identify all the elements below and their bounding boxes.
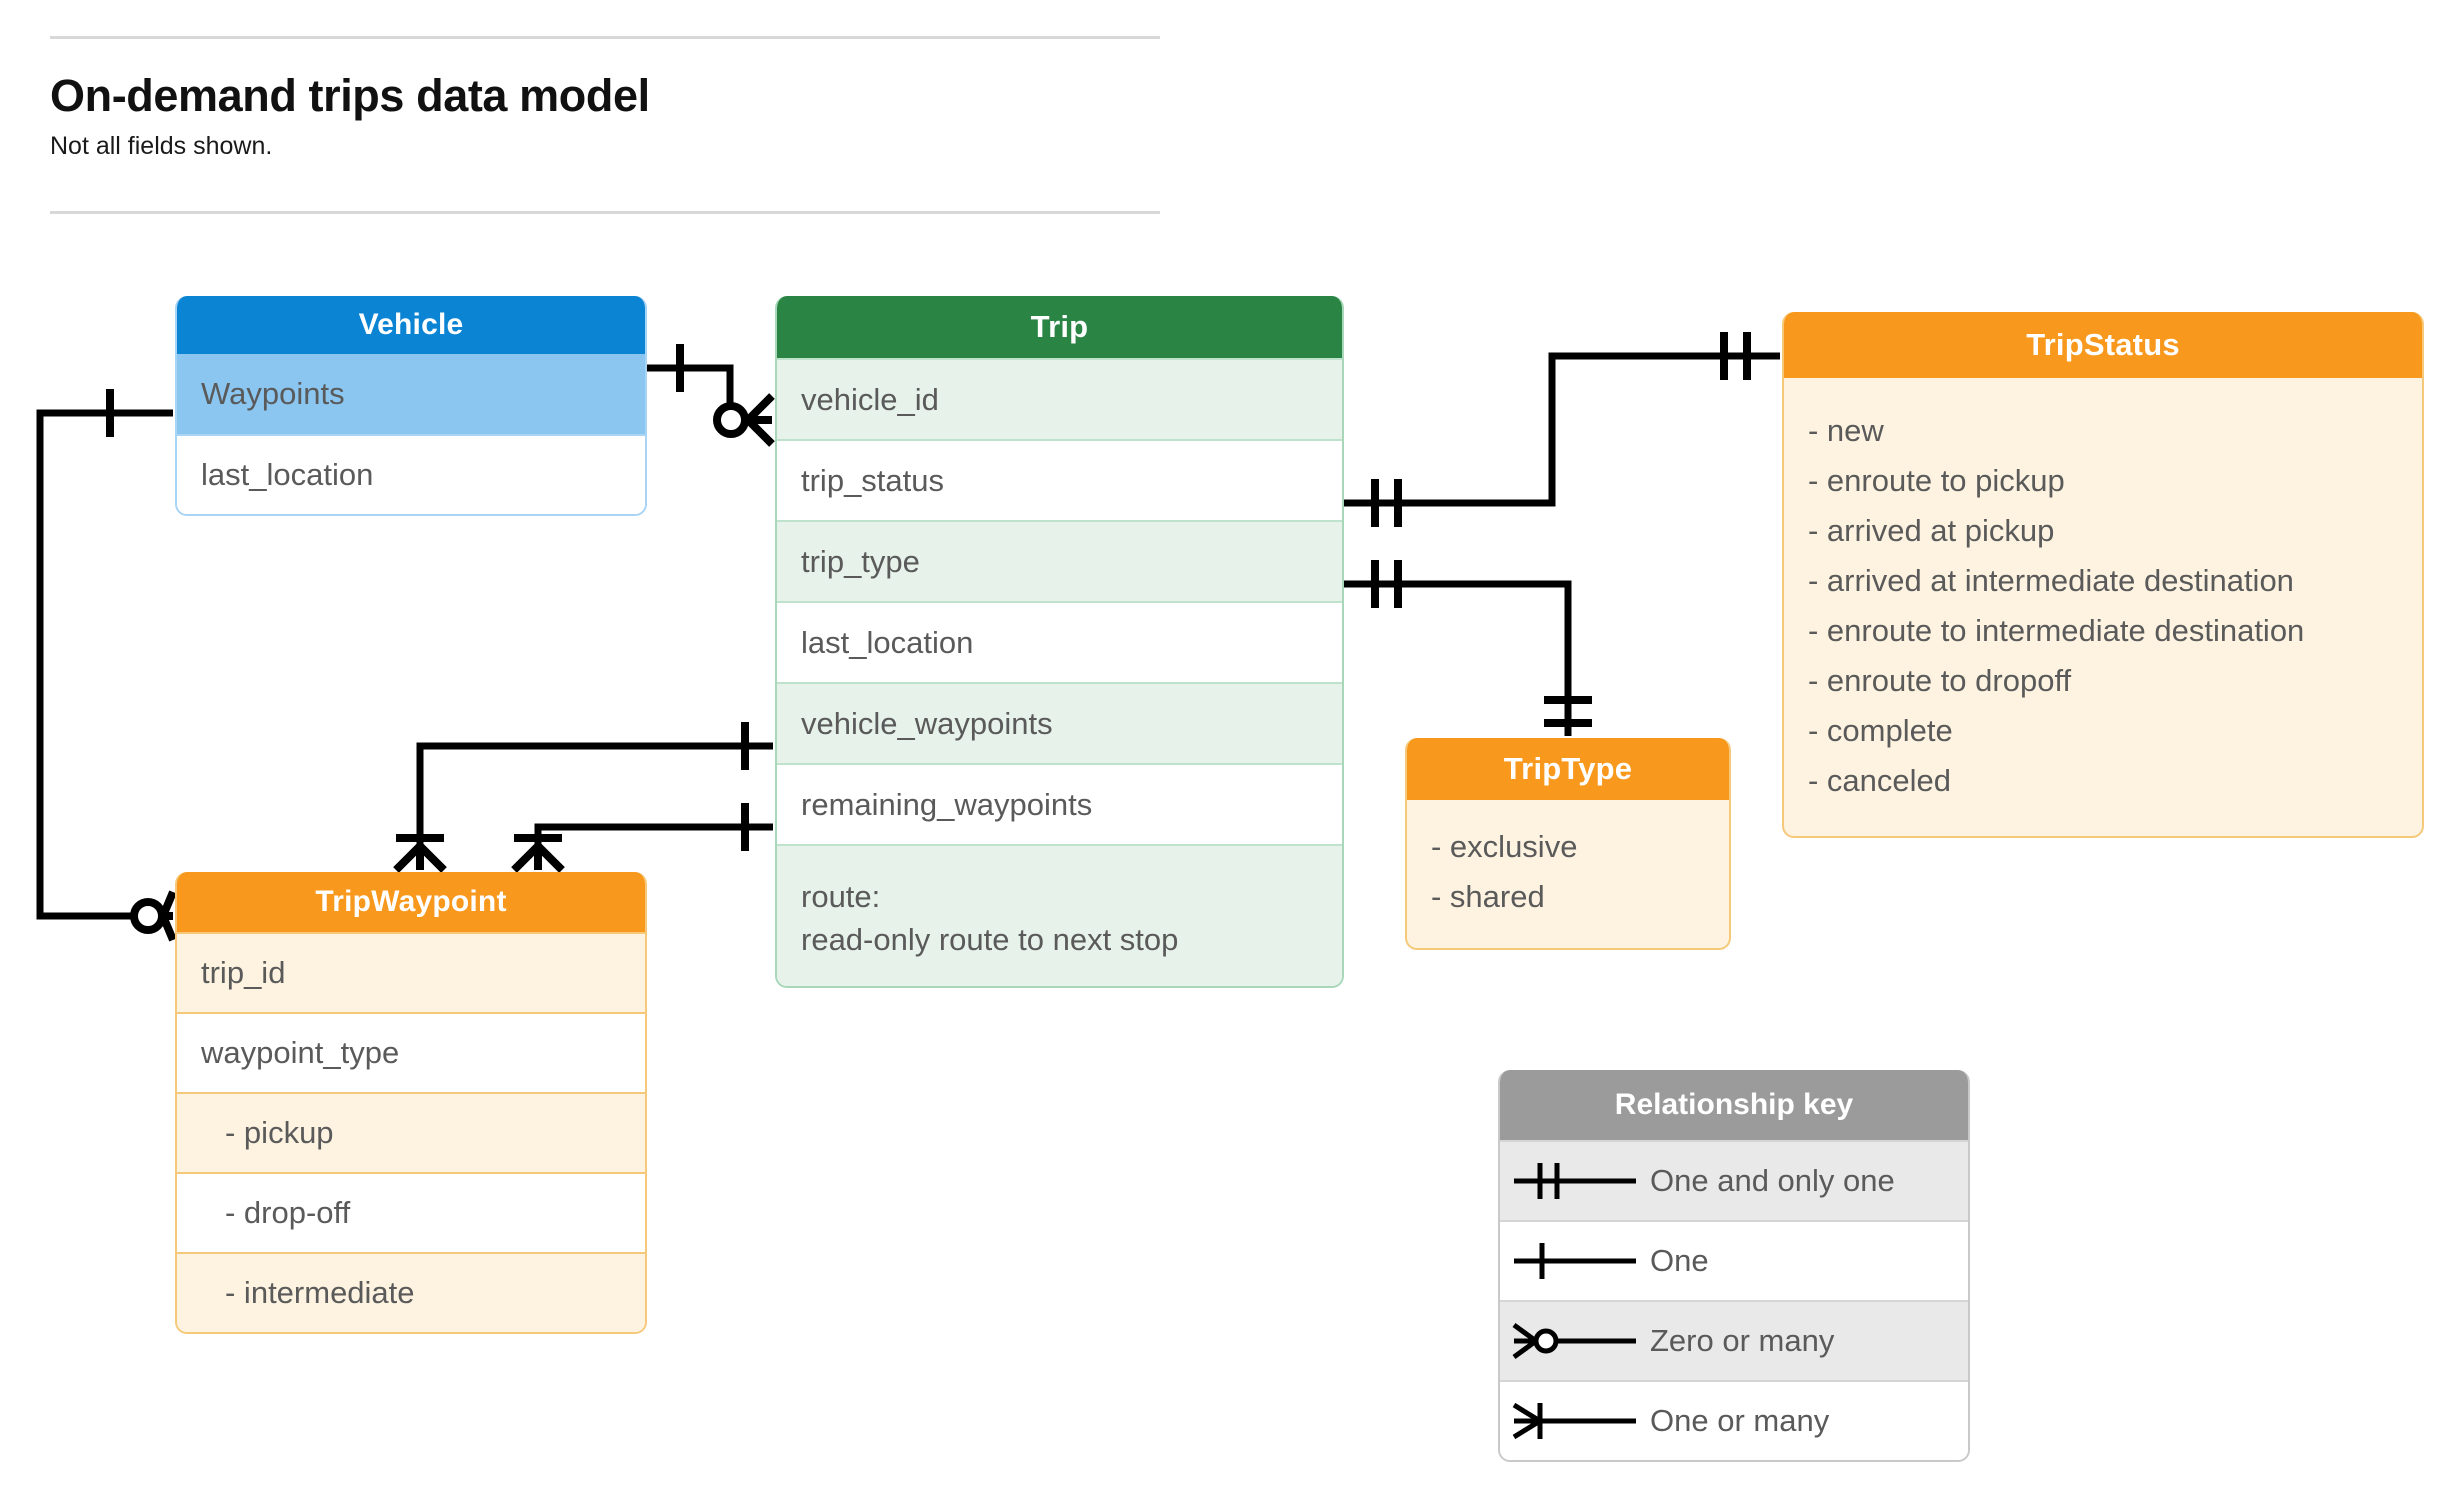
field-label: trip_status [801,462,945,498]
field-label: last_location [801,624,974,660]
header-divider-top [50,36,1160,39]
relationship-key-label: One [1650,1243,1709,1278]
type-value-exclusive: - exclusive [1431,829,1578,864]
entity-tripstatus-title: TripStatus [1784,312,2422,378]
field-label: vehicle_waypoints [801,705,1053,741]
field-label: last_location [201,457,374,492]
entity-tripwaypoint-field-waypoint-type[interactable]: waypoint_type [177,1012,645,1092]
entity-vehicle-field-waypoints[interactable]: Waypoints [177,354,645,434]
status-value-new: - new [1808,413,1884,448]
relationship-key-row-one[interactable]: One [1500,1220,1968,1300]
relationship-key-label: One and only one [1650,1163,1895,1198]
enum-value: - intermediate [225,1275,415,1310]
entity-tripstatus-values: - new - enroute to pickup - arrived at p… [1784,378,2422,836]
status-value-canceled: - canceled [1808,763,1952,798]
entity-vehicle-title: Vehicle [177,296,645,354]
entity-trip-field-trip-status[interactable]: trip_status [777,439,1342,520]
entity-trip-field-vehicle-id[interactable]: vehicle_id [777,358,1342,439]
field-label: trip_type [801,543,920,579]
field-label: Waypoints [201,376,345,411]
entity-trip-field-vehicle-waypoints[interactable]: vehicle_waypoints [777,682,1342,763]
status-value-arrived-at-intermediate-destination: - arrived at intermediate destination [1808,563,2294,598]
field-label: trip_id [201,955,286,990]
field-label: remaining_waypoints [801,786,1093,822]
entity-tripwaypoint-title: TripWaypoint [177,872,645,932]
entity-triptype-title: TripType [1407,738,1729,800]
entity-tripwaypoint-value-dropoff[interactable]: - drop-off [177,1172,645,1252]
entity-triptype-values: - exclusive - shared [1407,800,1729,948]
page-title: On-demand trips data model [50,70,650,121]
field-description: read-only route to next stop [801,922,1179,957]
field-label: waypoint_type [201,1035,400,1070]
zero-or-many-icon [1500,1315,1650,1367]
status-value-enroute-to-intermediate-destination: - enroute to intermediate destination [1808,613,2305,648]
entity-tripwaypoint[interactable]: TripWaypoint trip_id waypoint_type - pic… [175,872,647,1334]
relationship-key-row-one-and-only-one[interactable]: One and only one [1500,1140,1968,1220]
status-value-arrived-at-pickup: - arrived at pickup [1808,513,2055,548]
page-subtitle: Not all fields shown. [50,132,273,160]
entity-trip-field-remaining-waypoints[interactable]: remaining_waypoints [777,763,1342,844]
entity-tripwaypoint-value-pickup[interactable]: - pickup [177,1092,645,1172]
entity-tripstatus[interactable]: TripStatus - new - enroute to pickup - a… [1782,312,2424,838]
relationship-key-row-zero-or-many[interactable]: Zero or many [1500,1300,1968,1380]
type-value-shared: - shared [1431,879,1545,914]
entity-trip-field-last-location[interactable]: last_location [777,601,1342,682]
relationship-key-row-one-or-many[interactable]: One or many [1500,1380,1968,1460]
entity-vehicle-field-last-location[interactable]: last_location [177,434,645,514]
relationship-key-label: One or many [1650,1403,1830,1438]
entity-trip[interactable]: Trip vehicle_id trip_status trip_type la… [775,296,1344,988]
entity-trip-field-route[interactable]: route: read-only route to next stop [777,844,1342,986]
entity-trip-field-trip-type[interactable]: trip_type [777,520,1342,601]
entity-vehicle[interactable]: Vehicle Waypoints last_location [175,296,647,516]
entity-trip-title: Trip [777,296,1342,358]
one-or-many-icon [1500,1395,1650,1447]
entity-triptype[interactable]: TripType - exclusive - shared [1405,738,1731,950]
status-value-enroute-to-pickup: - enroute to pickup [1808,463,2065,498]
enum-value: - pickup [225,1115,334,1150]
status-value-complete: - complete [1808,713,1953,748]
enum-value: - drop-off [225,1195,351,1230]
one-and-only-one-icon [1500,1155,1650,1207]
status-value-enroute-to-dropoff: - enroute to dropoff [1808,663,2072,698]
entity-tripwaypoint-value-intermediate[interactable]: - intermediate [177,1252,645,1332]
field-label: route: [801,879,881,915]
relationship-key-label: Zero or many [1650,1323,1835,1358]
one-icon [1500,1235,1650,1287]
field-label: vehicle_id [801,381,939,417]
header-divider-bottom [50,211,1160,214]
relationship-key-title: Relationship key [1500,1070,1968,1140]
relationship-key-panel[interactable]: Relationship key One and only one [1498,1070,1970,1462]
entity-tripwaypoint-field-trip-id[interactable]: trip_id [177,932,645,1012]
